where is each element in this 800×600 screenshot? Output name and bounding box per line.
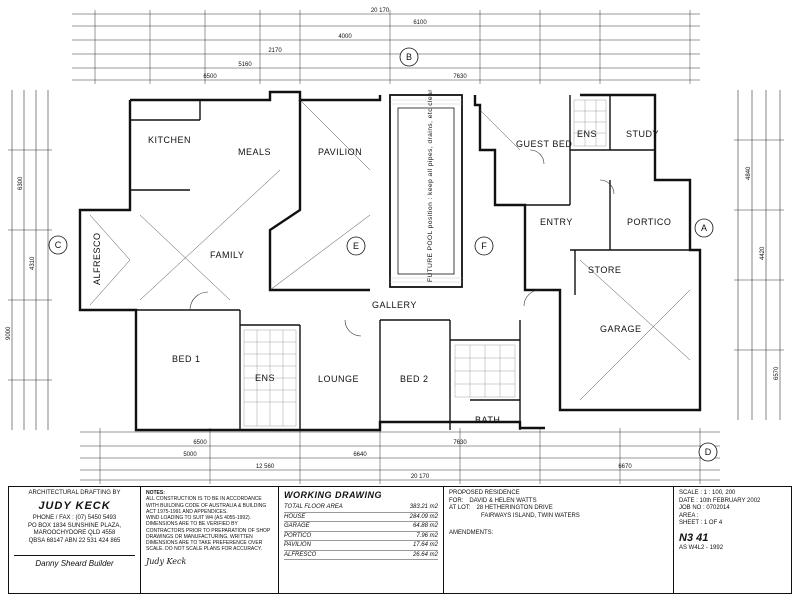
project-cell: PROPOSED RESIDENCE FOR: DAVID & HELEN WAT… (444, 487, 674, 593)
dim-bottom-d: 6640 (353, 452, 367, 458)
room-gallery: GALLERY (372, 300, 417, 310)
signature: Judy Keck (146, 556, 187, 566)
title-block: ARCHITECTURAL DRAFTING BY JUDY KECK PHON… (8, 486, 792, 594)
room-ens-2: ENS (577, 129, 597, 139)
room-meals: MEALS (238, 147, 271, 157)
notes-cell: NOTES: ALL CONSTRUCTION IS TO BE IN ACCO… (141, 487, 279, 593)
dim-overall-top: 20 170 (371, 8, 390, 14)
notes-title: NOTES: (146, 490, 165, 496)
door-swings (189, 149, 615, 337)
room-portico: PORTICO (627, 217, 671, 227)
grid-marker-a: A (701, 223, 707, 233)
amendments-label: AMENDMENTS: (449, 530, 494, 536)
grid-marker-e: E (353, 241, 359, 251)
pool-note: FUTURE POOL position : keep all pipes, d… (427, 89, 434, 282)
proposed-label: PROPOSED RESIDENCE (449, 490, 520, 496)
room-bed2: BED 2 (400, 374, 429, 384)
room-entry: ENTRY (540, 217, 573, 227)
room-ens: ENS (255, 373, 275, 383)
dim-top-a: 6100 (413, 20, 427, 26)
firm-address: PO BOX 1834 SUNSHINE PLAZA, MAROOCHYDORE… (27, 522, 122, 537)
drafting-label: ARCHITECTURAL DRAFTING BY (28, 490, 121, 496)
builder-name: Danny Sheard Builder (14, 555, 135, 569)
dim-bottom-c: 7630 (453, 440, 467, 446)
notes-2: WIND LOADING TO SUIT W4 (AS 4055-1992). (146, 515, 252, 521)
dim-left-b: 4310 (30, 256, 36, 270)
room-lounge: LOUNGE (318, 374, 359, 384)
bottom-dimension-lines (80, 428, 720, 484)
dim-overall-bottom: 20 170 (411, 474, 430, 480)
room-family: FAMILY (210, 250, 244, 260)
room-garage: GARAGE (600, 324, 642, 334)
dim-right-c: 6570 (774, 366, 780, 380)
dim-top-b: 4000 (338, 34, 352, 40)
roof-lines (89, 99, 691, 401)
grid-marker-c: C (55, 240, 62, 250)
drafting-firm-cell: ARCHITECTURAL DRAFTING BY JUDY KECK PHON… (9, 487, 141, 593)
dim-top-f: 7630 (453, 74, 467, 80)
notes-1: ALL CONSTRUCTION IS TO BE IN ACCORDANCE … (146, 496, 267, 515)
grid-marker-f: F (481, 241, 487, 251)
room-bath: BATH (475, 415, 500, 425)
firm-phone: PHONE / FAX : (07) 5450 5493 (32, 515, 117, 522)
dim-bottom-a: 6500 (193, 440, 207, 446)
sheet-info-cell: SCALE : 1 : 100, 200 DATE : 10th FEBRUAR… (674, 487, 791, 593)
wind-standard: AS W4L2 - 1992 (679, 545, 724, 552)
room-study: STUDY (626, 129, 659, 139)
dim-right-a: 4840 (746, 166, 752, 180)
job-number: JOB NO : 0702014 (679, 505, 730, 511)
firm-qbsa: QBSA 68147 ABN 22 531 424 865 (28, 537, 121, 544)
pool-outline (389, 94, 463, 288)
dim-top-c: 2170 (268, 48, 282, 54)
room-alfresco: ALFRESCO (92, 232, 102, 285)
dim-top-d: 6500 (203, 74, 217, 80)
dim-left-c: 9000 (6, 326, 12, 340)
dim-bottom-f: 6670 (618, 464, 632, 470)
at-lot-label: AT LOT: (449, 505, 471, 511)
grid-marker-d: D (705, 447, 712, 457)
sheet-number: SHEET : 1 OF 4 (679, 520, 723, 526)
area-label: AREA : (679, 512, 699, 519)
notes-3: DIMENSIONS ARE TO BE VERIFIED BY CONTRAC… (146, 521, 271, 553)
date: DATE : 10th FEBRUARY 2002 (679, 497, 761, 504)
room-kitchen: KITCHEN (148, 135, 191, 145)
room-labels: KITCHEN MEALS PAVILION FAMILY ALFRESCO G… (92, 89, 671, 425)
scale: SCALE : 1 : 100, 200 (679, 490, 736, 496)
client-name: DAVID & HELEN WATTS (469, 497, 537, 504)
grid-markers: B C E F A D (48, 47, 718, 462)
dim-top-e: 5160 (238, 62, 252, 68)
working-drawing-title: WORKING DRAWING (284, 490, 382, 500)
room-guest-bed: GUEST BED (516, 139, 572, 149)
side-dimension-lines (8, 90, 784, 430)
room-store: STORE (588, 265, 621, 275)
drawing-number: N3 41 (679, 531, 709, 544)
firm-name: JUDY KECK (38, 499, 111, 512)
room-bed1: BED 1 (172, 354, 201, 364)
top-dimension-lines (72, 10, 700, 84)
grid-marker-b: B (406, 52, 412, 62)
interior-walls (130, 95, 690, 430)
suburb: FAIRWAYS ISLAND, TWIN WATERS (481, 512, 580, 519)
for-label: FOR: (449, 497, 464, 504)
room-pavilion: PAVILION (318, 147, 362, 157)
dim-left-a: 6300 (18, 176, 24, 190)
lot-address: 28 HETHERINGTON DRIVE (476, 505, 553, 511)
dim-right-b: 4420 (760, 246, 766, 260)
dimension-labels: 20 170 6100 4000 2170 6500 5160 7630 650… (6, 8, 780, 480)
tiled-wet-areas (243, 99, 607, 427)
dim-bottom-b: 12 560 (256, 464, 275, 470)
dim-bottom-e: 5000 (183, 452, 197, 458)
